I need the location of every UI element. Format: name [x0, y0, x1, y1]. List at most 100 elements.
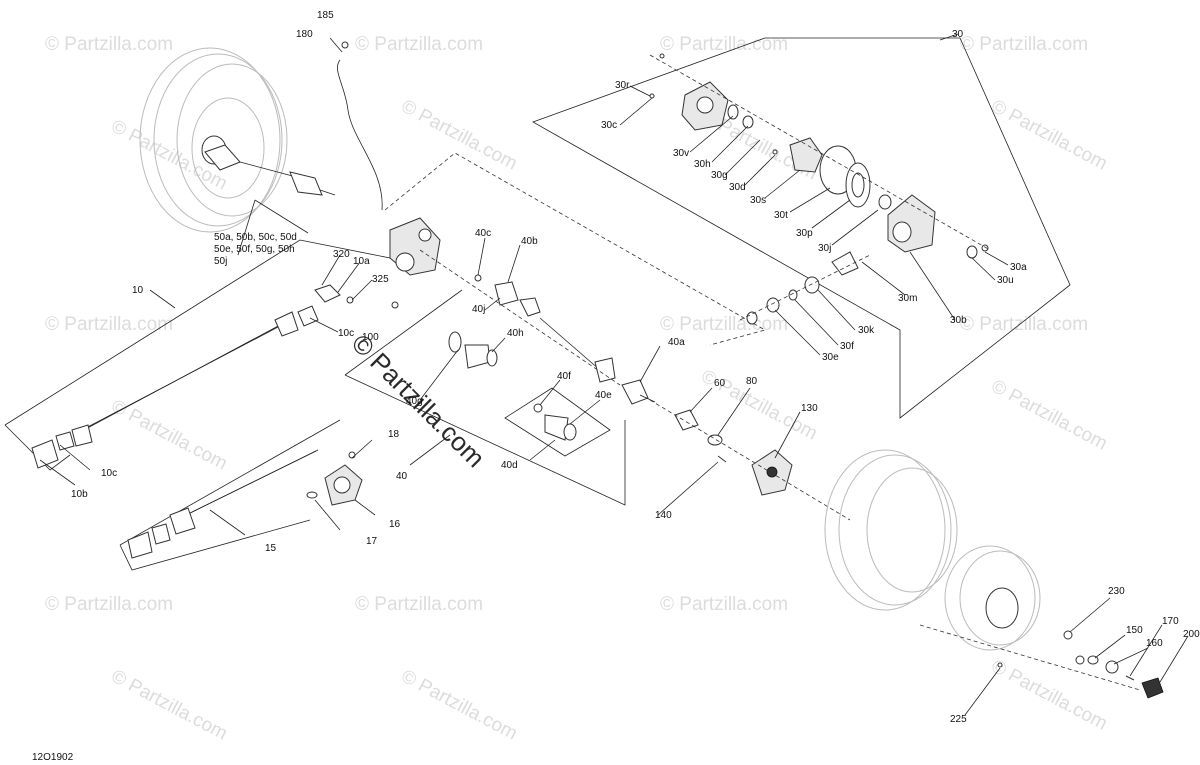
label-30p[interactable]: 30p: [796, 228, 813, 239]
shaft-15: [127, 449, 319, 559]
label-10b[interactable]: 10b: [71, 489, 88, 500]
label-320[interactable]: 320: [333, 249, 350, 260]
pin-30d: [772, 149, 778, 155]
label-10a[interactable]: 10a: [353, 256, 370, 267]
label-40d[interactable]: 40d: [501, 460, 518, 471]
label-170[interactable]: 170: [1162, 616, 1179, 627]
cable-180: [337, 59, 383, 211]
label-60[interactable]: 60: [714, 378, 726, 389]
bearing-30b: [766, 297, 780, 313]
label-30j[interactable]: 30j: [818, 243, 831, 254]
label-230[interactable]: 230: [1108, 586, 1125, 597]
label-40j[interactable]: 40j: [472, 304, 485, 315]
half-shaft-50: [204, 144, 336, 196]
label-50-line1[interactable]: 50a, 50b, 50c, 50d: [214, 232, 297, 243]
label-150[interactable]: 150: [1126, 625, 1143, 636]
part-labels: 185 180 30 30r 30c 30v 30h 30g 30d 30s 3…: [71, 10, 1200, 725]
label-40[interactable]: 40: [396, 471, 408, 482]
diff-cover-30v: [681, 81, 729, 131]
group-40-outline-solid: [344, 289, 626, 506]
bearing-30f: [804, 276, 820, 294]
label-325[interactable]: 325: [372, 274, 389, 285]
label-10c-lower[interactable]: 10c: [101, 468, 117, 479]
label-185[interactable]: 185: [317, 10, 334, 21]
label-30[interactable]: 30: [952, 29, 964, 40]
cv-shaft-40: [494, 281, 616, 383]
label-80[interactable]: 80: [746, 376, 758, 387]
label-30t[interactable]: 30t: [774, 210, 788, 221]
label-30c[interactable]: 30c: [601, 120, 617, 131]
label-15[interactable]: 15: [265, 543, 277, 554]
label-50-line2[interactable]: 50e, 50f, 50g, 50h: [214, 244, 295, 255]
watermark: © Partzilla.com: [108, 666, 231, 745]
label-30k[interactable]: 30k: [858, 325, 875, 336]
label-18[interactable]: 18: [388, 429, 400, 440]
label-140[interactable]: 140: [655, 510, 672, 521]
ring-40c: [474, 274, 482, 282]
label-10c-upper[interactable]: 10c: [338, 328, 354, 339]
group-10-outline: [4, 239, 391, 471]
nut-230b: [1075, 655, 1085, 665]
group-40-outline: [384, 152, 767, 346]
watermark: © Partzilla.com: [45, 34, 173, 55]
pin-140: [717, 455, 727, 463]
bolt-30c: [649, 93, 655, 99]
label-16[interactable]: 16: [389, 519, 401, 530]
bearing-30j: [878, 194, 892, 210]
label-30v[interactable]: 30v: [673, 148, 689, 159]
ring-80: [707, 434, 723, 446]
clip-185: [341, 41, 349, 49]
watermark: © Partzilla.com: [45, 314, 173, 335]
bolt-18: [348, 451, 356, 459]
label-30s[interactable]: 30s: [750, 195, 766, 206]
label-40a[interactable]: 40a: [668, 337, 685, 348]
label-40f[interactable]: 40f: [557, 371, 571, 382]
label-40h[interactable]: 40h: [507, 328, 524, 339]
label-10[interactable]: 10: [132, 285, 144, 296]
label-17[interactable]: 17: [366, 536, 378, 547]
label-225[interactable]: 225: [950, 714, 967, 725]
label-30g[interactable]: 30g: [711, 170, 728, 181]
rear-wheel: [824, 449, 1041, 651]
bolt-30r: [659, 53, 665, 59]
group-15-outline: [119, 419, 341, 571]
label-30h[interactable]: 30h: [694, 159, 711, 170]
label-30m[interactable]: 30m: [898, 293, 917, 304]
label-100[interactable]: 100: [362, 332, 379, 343]
label-30f[interactable]: 30f: [840, 341, 854, 352]
label-40c[interactable]: 40c: [475, 228, 491, 239]
label-200[interactable]: 200: [1183, 629, 1200, 640]
washer-30g: [742, 115, 754, 129]
nut-230: [1063, 630, 1073, 640]
label-40g[interactable]: 40g: [406, 396, 423, 407]
label-30a[interactable]: 30a: [1010, 262, 1027, 273]
bolt-30a: [981, 244, 989, 252]
diff-housing-30m: [887, 194, 936, 253]
watermark: © Partzilla.com: [988, 96, 1111, 175]
label-40b[interactable]: 40b: [521, 236, 538, 247]
group-30-outline: [532, 37, 1071, 419]
label-160[interactable]: 160: [1146, 638, 1163, 649]
label-40e[interactable]: 40e: [595, 390, 612, 401]
watermark: © Partzilla.com: [660, 594, 788, 615]
label-30e[interactable]: 30e: [822, 352, 839, 363]
boot-40h: [448, 331, 498, 369]
label-30r[interactable]: 30r: [615, 80, 630, 91]
watermark: © Partzilla.com: [398, 96, 521, 175]
label-30u[interactable]: 30u: [997, 275, 1014, 286]
cotter-170: [1125, 675, 1135, 681]
label-30b[interactable]: 30b: [950, 315, 967, 326]
ring-gear-30p: [845, 162, 871, 208]
label-180[interactable]: 180: [296, 29, 313, 40]
pinion-30k: [831, 251, 859, 276]
label-30d[interactable]: 30d: [729, 182, 746, 193]
watermark: © Partzilla.com: [45, 594, 173, 615]
leader-lines: [149, 33, 1189, 716]
boot-40e: [533, 403, 577, 441]
label-50-line3[interactable]: 50j: [214, 256, 227, 267]
pin-100: [391, 301, 399, 309]
label-130[interactable]: 130: [801, 403, 818, 414]
watermark: © Partzilla.com: [660, 314, 788, 335]
watermark: © Partzilla.com: [355, 594, 483, 615]
